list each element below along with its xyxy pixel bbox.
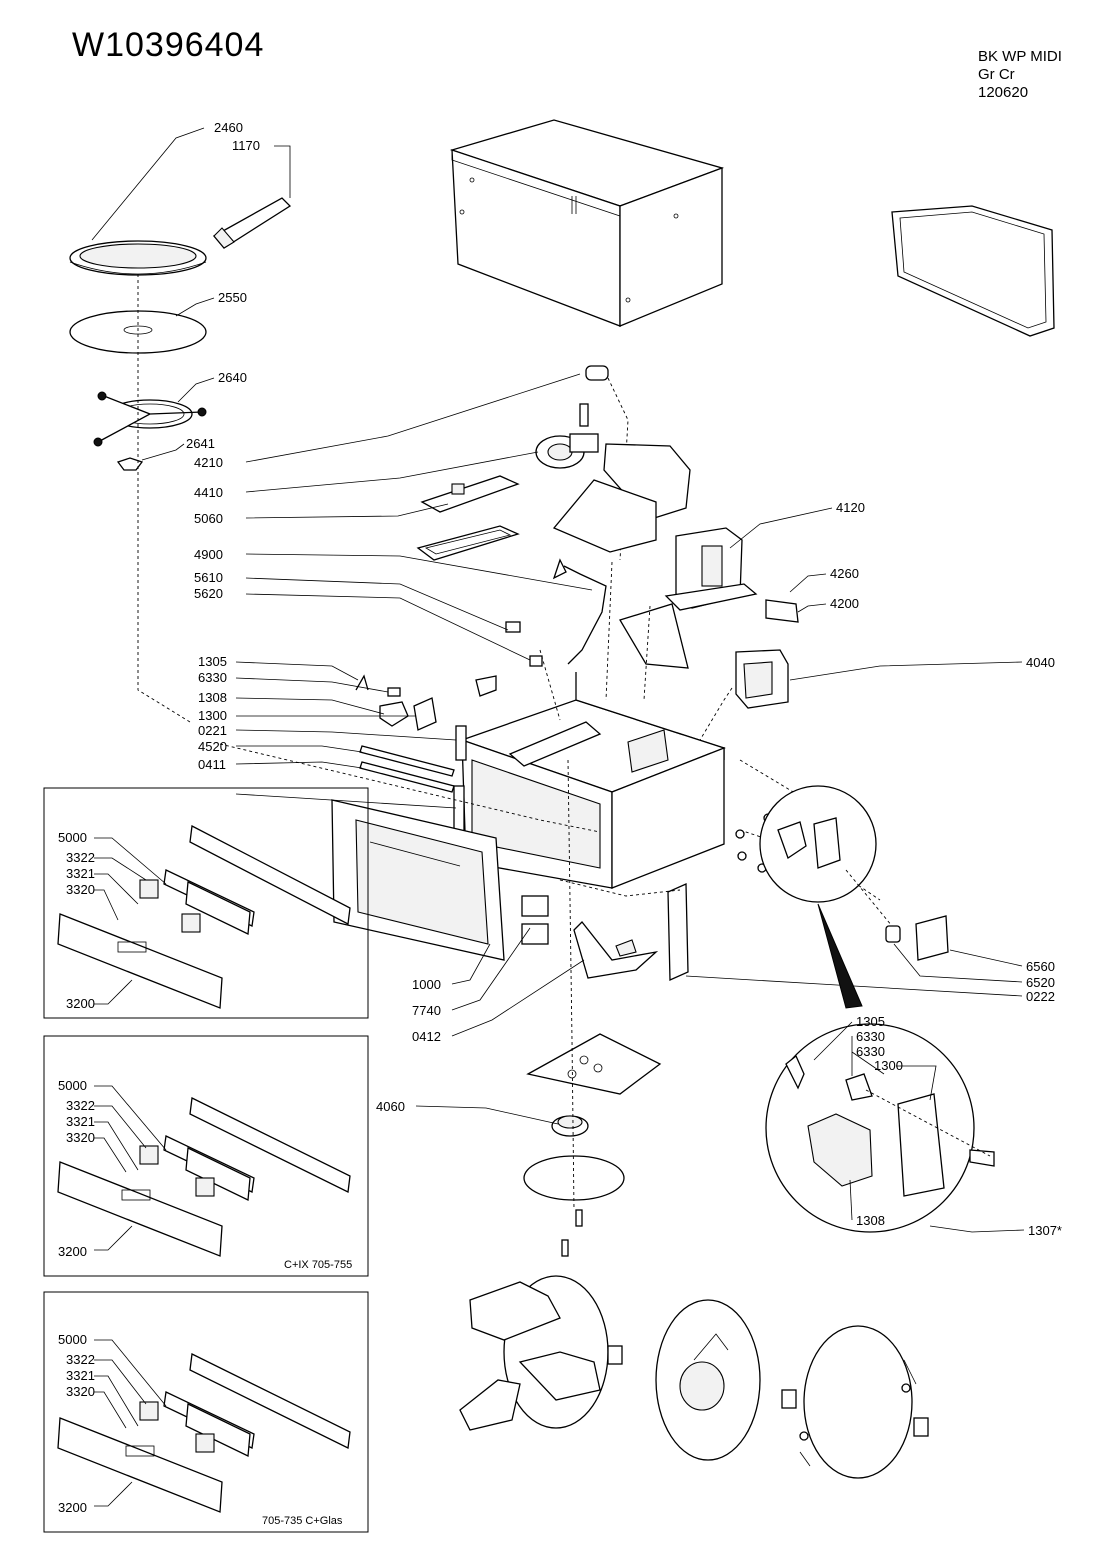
- panel1-label-5000: 5000: [58, 830, 87, 845]
- lamp-cover-6560-part: [915, 915, 949, 961]
- clip-part: [475, 675, 497, 697]
- air-duct-part: [552, 443, 691, 553]
- label-2640: 2640: [218, 370, 247, 385]
- gasket-rotation-illustration: [781, 1325, 929, 1479]
- detail-label-1305: 1305: [856, 1014, 885, 1029]
- capacitor-4200-part: [765, 599, 799, 623]
- label-2550: 2550: [218, 290, 247, 305]
- coupler-part: [116, 457, 144, 471]
- label-6330: 6330: [198, 670, 227, 685]
- label-5060: 5060: [194, 511, 223, 526]
- detail-circle-1: [759, 785, 877, 903]
- label-0412: 0412: [412, 1029, 441, 1044]
- choke-7740-part: [521, 895, 549, 945]
- detail-label-1308: 1308: [856, 1213, 885, 1228]
- detail-label-1300: 1300: [874, 1058, 903, 1073]
- label-0411: 0411: [198, 757, 226, 772]
- control-panel-box-1: 5000 3322 3321 3320 3200: [43, 787, 369, 1019]
- panel2-label-5000: 5000: [58, 1078, 87, 1093]
- transformer-4120-part: [664, 527, 758, 611]
- label-4200: 4200: [830, 596, 859, 611]
- bracket-1300-part: [413, 697, 437, 731]
- label-4120: 4120: [836, 500, 865, 515]
- control-panel-box-2: 5000 3322 3321 3320 3200 C+IX 705-755: [43, 1035, 369, 1277]
- label-4900: 4900: [194, 547, 223, 562]
- switch-lever-0412-part: [573, 921, 659, 979]
- panel3-caption: 705-735 C+Glas: [262, 1515, 343, 1527]
- label-5620: 5620: [194, 586, 223, 601]
- label-1000: 1000: [412, 977, 441, 992]
- magnetron-4040-part: [735, 649, 789, 709]
- handle-1170-part: [212, 197, 292, 249]
- panel2-label-3200: 3200: [58, 1244, 87, 1259]
- label-7740: 7740: [412, 1003, 441, 1018]
- panel3-label-5000: 5000: [58, 1332, 87, 1347]
- panel3-label-3322: 3322: [66, 1352, 95, 1367]
- label-6560: 6560: [1026, 959, 1055, 974]
- detail-label-1307: 1307*: [1028, 1223, 1062, 1238]
- thermostat-5610-part: [505, 621, 543, 667]
- outer-cabinet-part: [449, 119, 725, 327]
- door-seal-part: [891, 205, 1055, 337]
- label-0221: 0221: [198, 723, 227, 738]
- bracket-part: [579, 403, 589, 427]
- screw-part: [561, 1209, 583, 1257]
- model-info-line: Gr Cr: [978, 66, 1015, 83]
- roller-ring-part: [93, 391, 207, 447]
- label-4520: 4520: [198, 739, 227, 754]
- model-info: BK WP MIDI Gr Cr 120620: [978, 48, 1062, 102]
- panel3-label-3321: 3321: [66, 1368, 95, 1383]
- motor-assembly-illustration: [655, 1299, 761, 1461]
- cable-4900-part: [552, 558, 607, 665]
- control-panel-box-3: 5000 3322 3321 3320 3200 705-735 C+Glas: [43, 1291, 369, 1533]
- panel2-label-3320: 3320: [66, 1130, 95, 1145]
- label-0222: 0222: [1026, 989, 1055, 1004]
- label-2641: 2641: [186, 436, 215, 451]
- panel2-caption: C+IX 705-755: [284, 1259, 352, 1271]
- panel1-label-3322: 3322: [66, 850, 95, 865]
- turntable-motor-4060-part: [551, 1115, 589, 1137]
- detail-circle-1307: [765, 1023, 995, 1233]
- bottom-plate-part: [526, 1033, 662, 1095]
- panel1-label-3200: 3200: [66, 996, 95, 1011]
- lamp-6520-part: [885, 925, 901, 943]
- label-4260: 4260: [830, 566, 859, 581]
- panel2-label-3322: 3322: [66, 1098, 95, 1113]
- label-4410: 4410: [194, 485, 223, 500]
- lamp-4210-part: [585, 365, 609, 381]
- label-6520: 6520: [1026, 975, 1055, 990]
- label-4060: 4060: [376, 1099, 405, 1114]
- side-bracket-0222-part: [667, 883, 689, 981]
- label-2460: 2460: [214, 120, 243, 135]
- switch-6330-part: [387, 687, 401, 697]
- detail-label-6330: 6330: [856, 1029, 885, 1044]
- document-title: W10396404: [72, 26, 265, 64]
- switch-holder-1308-part: [379, 701, 409, 727]
- label-1305: 1305: [198, 654, 227, 669]
- panel3-label-3320: 3320: [66, 1384, 95, 1399]
- oven-cavity-part: [460, 672, 726, 889]
- fan-motor-4410-part: [535, 433, 599, 469]
- display-frame-part: [416, 525, 520, 561]
- label-1300: 1300: [198, 708, 227, 723]
- wave-guide-part: [619, 603, 689, 669]
- label-5610: 5610: [194, 570, 223, 585]
- panel1-label-3321: 3321: [66, 866, 95, 881]
- label-1308: 1308: [198, 690, 227, 705]
- panel3-label-3200: 3200: [58, 1500, 87, 1515]
- glass-tray-part: [69, 240, 207, 276]
- model-info-line: 120620: [978, 84, 1029, 101]
- panel1-label-3320: 3320: [66, 882, 95, 897]
- rod-4520-part: [359, 745, 455, 793]
- panel2-label-3321: 3321: [66, 1114, 95, 1129]
- door-1000-part: [331, 799, 505, 961]
- label-4040: 4040: [1026, 655, 1055, 670]
- detail-label-6330: 6330: [856, 1044, 885, 1059]
- model-info-line: BK WP MIDI: [978, 48, 1062, 65]
- label-4210: 4210: [194, 455, 223, 470]
- control-board-5060-part: [420, 475, 520, 513]
- label-1170: 1170: [232, 138, 260, 153]
- hand-removal-illustration: [459, 1275, 623, 1431]
